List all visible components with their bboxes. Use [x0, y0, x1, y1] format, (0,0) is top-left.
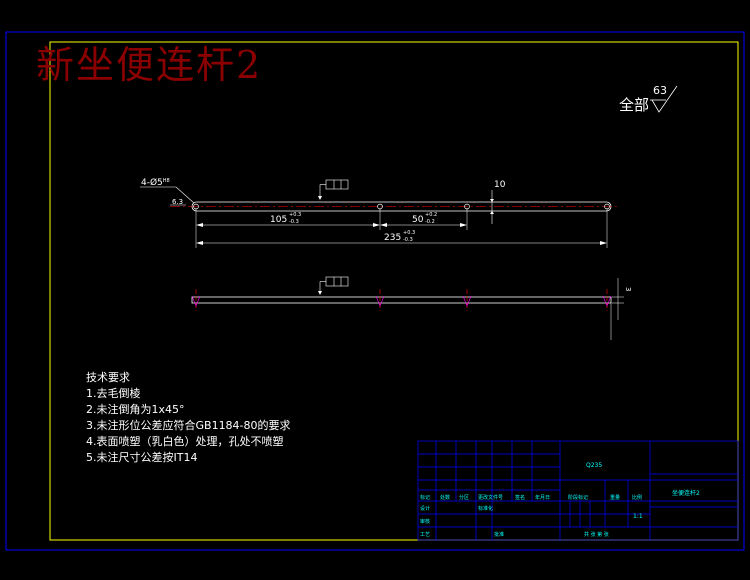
- note-item: 1.去毛倒棱: [86, 387, 141, 400]
- note-item: 2.未注倒角为1x45°: [86, 403, 185, 416]
- roughness-small-label: 6.3: [172, 198, 183, 206]
- tb-label: 标记: [420, 495, 431, 501]
- technical-notes: 技术要求 1.去毛倒棱 2.未注倒角为1x45° 3.未注形位公差应符合GB11…: [86, 370, 291, 466]
- drawing-title: 新坐便连杆2: [36, 43, 263, 87]
- tb-label: 比例: [632, 495, 643, 501]
- roughness-label: 全部: [619, 96, 650, 114]
- svg-text:-0.3: -0.3: [289, 219, 299, 225]
- roughness-symbol: [650, 85, 678, 113]
- material-label: Q235: [586, 462, 603, 469]
- roughness-value: 63: [653, 84, 667, 97]
- note-item: 4.表面喷塑（乳白色）处理，孔处不喷塑: [86, 435, 284, 448]
- tb-label: 更改文件号: [478, 495, 504, 501]
- note-item: 5.未注尺寸公差按IT14: [86, 451, 198, 464]
- svg-text:+0.3: +0.3: [403, 230, 415, 236]
- tb-label: 签名: [515, 495, 526, 501]
- tb-label: 年月日: [535, 495, 551, 501]
- title-block: [417, 440, 739, 541]
- tb-label: 批准: [494, 532, 505, 538]
- tb-label: 处数: [440, 495, 451, 501]
- tb-label: 设计: [420, 506, 431, 512]
- notes-heading: 技术要求: [86, 371, 130, 384]
- inner-frame: [49, 41, 739, 541]
- datum-box-top: [318, 179, 349, 200]
- tb-label: 共 张 第 张: [584, 532, 609, 538]
- svg-text:-0.3: -0.3: [403, 237, 413, 243]
- d1-label: 105: [270, 215, 287, 225]
- tb-label: 重量: [610, 495, 621, 501]
- dimension-50: 50 +0.2 -0.2: [380, 209, 468, 230]
- scale-label: 1:1: [633, 513, 643, 520]
- d2-label: 50: [412, 215, 424, 225]
- note-item: 3.未注形位公差应符合GB1184-80的要求: [86, 419, 291, 432]
- svg-text:+0.3: +0.3: [289, 212, 301, 218]
- dimension-235: 235 +0.3 -0.3: [196, 209, 608, 248]
- svg-text:+0.2: +0.2: [425, 212, 437, 218]
- hole-label: 4-Ø5H8: [141, 177, 170, 188]
- d3-label: 235: [384, 233, 401, 243]
- part-name-label: 坐便连杆2: [672, 490, 700, 497]
- svg-text:-0.2: -0.2: [425, 219, 435, 225]
- part-top-view: [170, 201, 618, 212]
- datum-box-bottom: [318, 276, 349, 295]
- tb-label: 标准化: [478, 506, 494, 512]
- dimension-105: 105 +0.3 -0.3: [195, 209, 381, 248]
- side-label: 3: [624, 287, 632, 291]
- tb-label: 阶段标记: [568, 495, 589, 501]
- part-side-view: [191, 289, 612, 340]
- hole-callout: 4-Ø5H8 6.3: [140, 177, 195, 206]
- tb-label: 审核: [420, 519, 431, 525]
- tb-label: 工艺: [420, 532, 431, 538]
- side-dimension: 3: [612, 278, 632, 320]
- tb-label: 分区: [459, 495, 470, 501]
- thickness-dimension: 10: [490, 180, 506, 224]
- outer-frame: [5, 31, 745, 551]
- thickness-label: 10: [494, 180, 506, 190]
